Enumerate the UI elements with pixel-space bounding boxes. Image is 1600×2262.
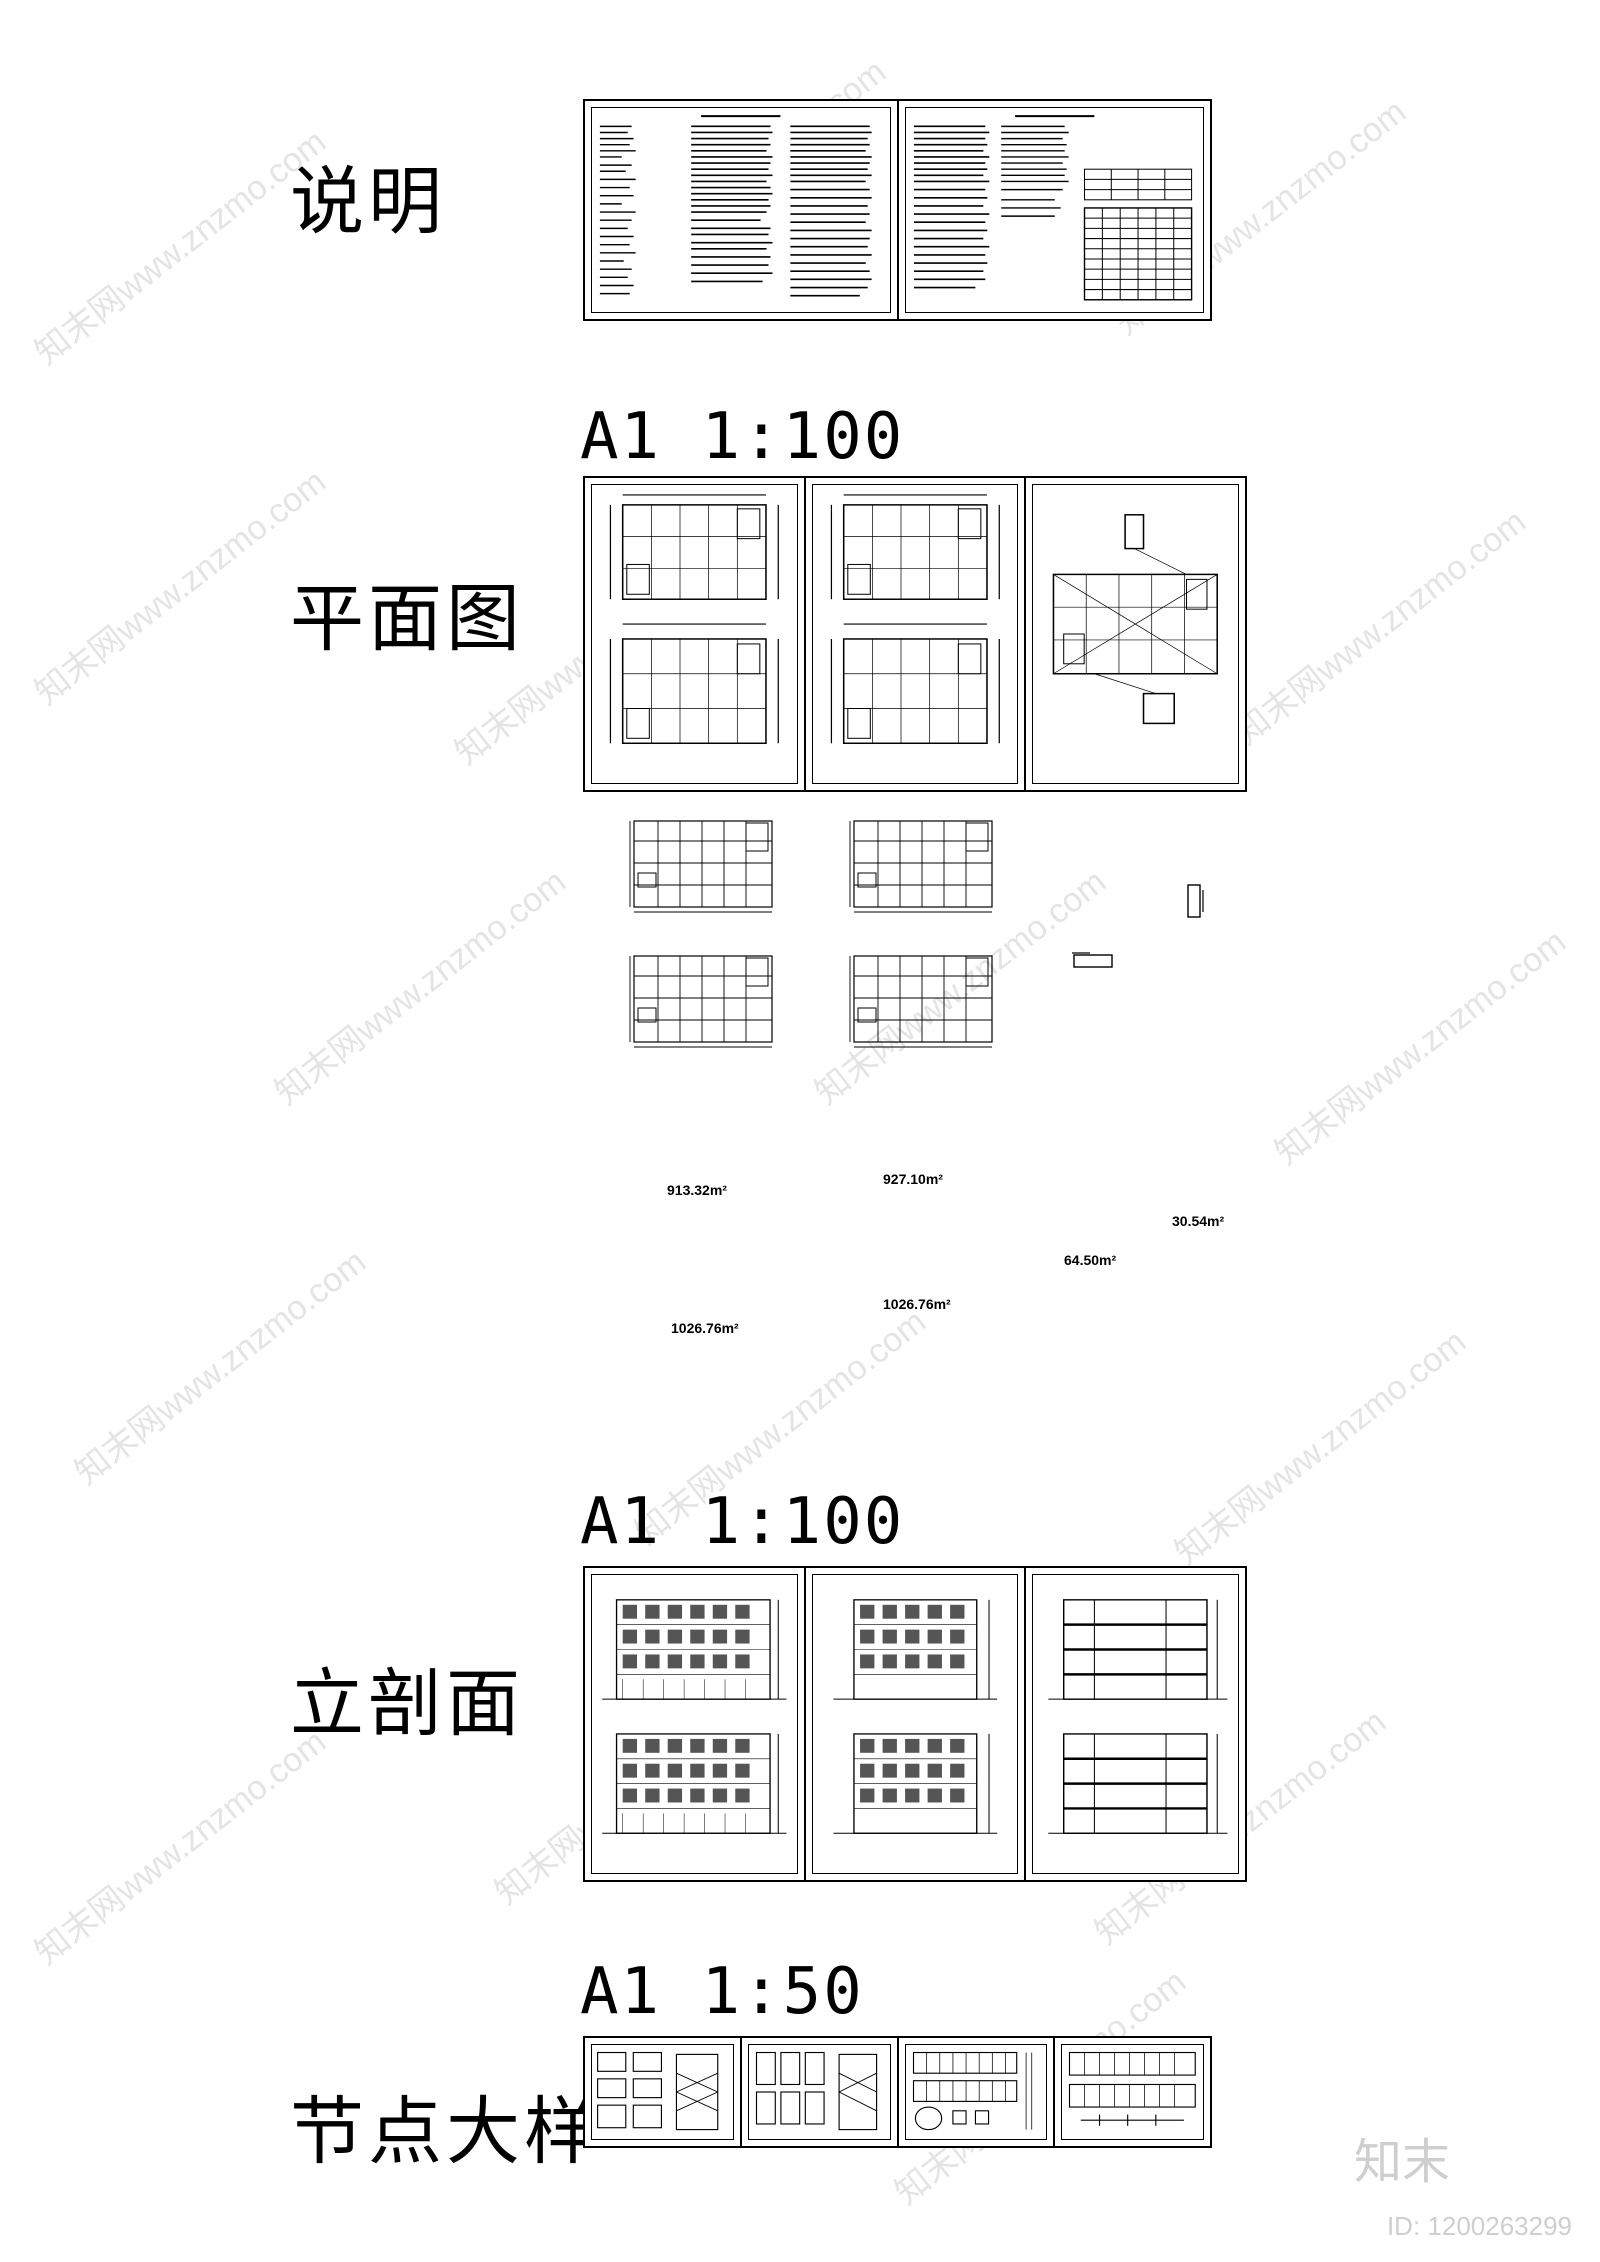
detail-drawing <box>597 2051 719 2131</box>
watermark: 知末网www.znzmo.com <box>1228 502 1534 753</box>
area-label: 1026.76m² <box>671 1320 739 1336</box>
plan-sheet <box>585 478 806 790</box>
image-id: ID: 1200263299 <box>1386 2211 1572 2241</box>
stair-thumbnail <box>1070 950 1118 970</box>
watermark: 知末网www.znzmo.com <box>28 462 334 713</box>
elevation-sheet <box>585 1568 806 1880</box>
detail-sheets <box>583 2036 1212 2148</box>
plan-sheet <box>806 478 1027 790</box>
elevation-sheet <box>806 1568 1027 1880</box>
watermark: 知末网www.znzmo.com <box>28 1722 334 1973</box>
elevation-drawing <box>833 1599 997 1834</box>
area-label: 913.32m² <box>667 1182 727 1198</box>
stair-thumbnail <box>1185 882 1209 922</box>
grid-thumbnail <box>848 815 998 915</box>
area-label: 30.54m² <box>1172 1213 1225 1229</box>
brand-logo: 知末 <box>1353 2134 1450 2190</box>
grid-thumbnail <box>848 950 998 1050</box>
section-sheet <box>1026 1568 1245 1880</box>
notes-sheets <box>583 99 1212 321</box>
plans-label: 平面图 <box>290 576 524 662</box>
plan-sheet <box>1026 478 1245 790</box>
detail-sheet <box>742 2038 899 2146</box>
notes-sheet <box>899 101 1211 319</box>
section-drawing <box>1048 1599 1228 1834</box>
watermark: 知末网www.znzmo.com <box>68 1242 374 1493</box>
text-lines-table <box>913 115 1192 301</box>
details-scale: A1 1:50 <box>580 1955 864 2029</box>
plans-scale: A1 1:100 <box>580 400 905 474</box>
area-label: 64.50m² <box>1064 1252 1117 1268</box>
notes-sheet <box>585 101 899 319</box>
elevation-drawing <box>602 1599 787 1834</box>
elevations-label: 立剖面 <box>290 1661 524 1747</box>
watermark: 知末网www.znzmo.com <box>1168 1322 1474 1573</box>
grid-thumbnail <box>628 950 778 1050</box>
area-label: 1026.76m² <box>883 1296 951 1312</box>
roof-plan-drawing <box>1053 514 1219 725</box>
elevation-sheets <box>583 1566 1247 1882</box>
detail-drawing <box>912 2051 1032 2131</box>
area-label: 927.10m² <box>883 1171 943 1187</box>
notes-label: 说明 <box>290 159 446 245</box>
detail-drawing <box>755 2051 877 2131</box>
elevations-scale: A1 1:100 <box>580 1485 905 1559</box>
details-label: 节点大样 <box>290 2089 602 2175</box>
watermark: 知末网www.znzmo.com <box>268 862 574 1113</box>
detail-drawing <box>1069 2051 1197 2126</box>
grid-thumbnail <box>628 815 778 915</box>
detail-sheet <box>899 2038 1056 2146</box>
plan-sheets <box>583 476 1247 792</box>
detail-sheet <box>1055 2038 1210 2146</box>
floor-plan-drawing <box>830 494 1000 745</box>
watermark: 知末网www.znzmo.com <box>28 122 334 373</box>
detail-sheet <box>585 2038 742 2146</box>
text-lines <box>599 115 872 297</box>
floor-plan-drawing <box>609 494 779 745</box>
watermark: 知末网www.znzmo.com <box>1268 922 1574 1173</box>
